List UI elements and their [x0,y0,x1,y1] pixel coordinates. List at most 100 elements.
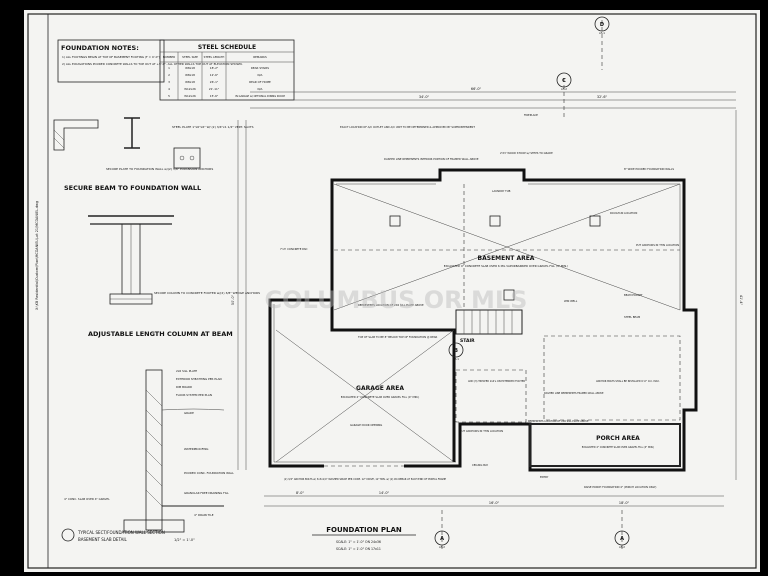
plan-note: WIN WELL [564,299,578,303]
dim-right-total: 41'-4" [739,295,743,306]
svg-text:REAR STAIRS: REAR STAIRS [251,66,269,70]
dim-bottom-c: 16'-0" [489,501,500,505]
svg-text:12'-6": 12'-6" [210,73,219,77]
foundation-note-2: 2) ALL EXCAVATIONS POURED CONCRETE WALLS… [62,62,243,66]
plan-note: ADD (3) TREATED 2x4's ON EXTENDED FOOTER [468,380,525,383]
wall-section-title: TYPICAL SECT/FOUNDATION WALL SECTION [77,530,165,535]
steel-schedule-row: 1 W8x18 18'-2" REAR STAIRS [168,66,269,70]
svg-text:REAR OF HOME: REAR OF HOME [249,80,271,84]
foundation-plan-drawing: X:\KB Residential\Custom\Plan\MCDANIEL\L… [27,13,757,569]
plan-note: (2) 3/4" ANCHOR BOLTS w/ 3x3x1/4" WASHER… [284,478,447,481]
room-porch: PORCH AREA [596,435,640,442]
svg-text:4" CONC. SLAB OVER 4" GRAVEL: 4" CONC. SLAB OVER 4" GRAVEL [64,497,110,501]
svg-text:1: 1 [168,66,170,70]
svg-text:C: C [562,78,566,84]
plan-note: TOP OF SLAB TO BE 8" BELOW TOP OF FOUNDA… [358,335,438,339]
foundation-note-1: 1) ALL FOOTINGS BEGIN AT TOP OF BASEMENT… [62,55,160,59]
svg-text:N/A: N/A [258,87,263,91]
svg-text:A5.2: A5.2 [561,87,567,91]
wall-section-scale: 1/2" = 1'-0" [174,538,195,542]
svg-text:B: B [454,348,458,354]
plan-note: PUT ANCHORS IN THIS LOCATION [460,429,503,433]
plan-note: DASHED LINE REPRESENTS FRAMED WALL ABOVE [544,392,604,395]
svg-text:W8x18: W8x18 [185,66,195,70]
steel-schedule-title: STEEL SCHEDULE [198,44,256,51]
svg-text:GRADE: GRADE [184,411,194,415]
plan-note: LAUNDRY TUB [492,189,511,193]
dim-bottom-a: 8'-0" [296,491,304,495]
section-marker: C A5.2 [556,72,572,120]
plan-note: RAISE PORCH FOUNDATION 4" (PORCH LOCATIO… [584,485,656,489]
svg-text:4: 4 [168,87,170,91]
plan-note: BEAM POCKET [624,293,643,297]
section-marker: B A5.1 [448,342,464,361]
secure-beam-title: SECURE BEAM TO FOUNDATION WALL [64,184,201,192]
plan-note: REPRESENTS LOCATION OF 2X6 SILL PLATE AB… [358,303,424,307]
plan-note: ENTRY [540,475,549,479]
foundation-notes: FOUNDATION NOTES: 1) ALL FOOTINGS BEGIN … [57,39,243,83]
svg-text:GRANULAR FREE DRAINING FILL: GRANULAR FREE DRAINING FILL [184,491,229,495]
section-marker: A A5.2 [434,510,450,550]
steel-schedule: STEEL SCHEDULE NUMBER STEEL SIZE STEEL L… [159,39,295,101]
plan-note: ANCHOR BOLTS SHALL BE INSTALLED 6'-0" O.… [596,380,660,383]
svg-text:A5.1: A5.1 [599,31,605,35]
svg-text:4" DRAIN TILE: 4" DRAIN TILE [194,513,214,517]
secure-beam-detail: STEEL PLATE 1"x6"x6" W/ (2) 3/4"x1 1/2" … [53,117,254,192]
room-garage-note: EXCAVATED 4" CONCRETE SLAB OVER GRAVEL F… [341,395,420,399]
plan-note: 2'X3' WOOD STOOP w/ STEPS TO GRADE [500,151,553,155]
plan-note: REPRESENTS LOCATION OF 2X6 SILL PLATE AB… [528,420,589,423]
steel-plate-note: STEEL PLATE 1"x6"x6" W/ (2) 3/4"x1 1/2" … [172,125,254,129]
room-basement: BASEMENT AREA [478,255,535,262]
plan-scale-2: SCALE: 1" = 1'-0" ON 17x11 [336,547,381,551]
plan-title: FOUNDATION PLAN [326,526,402,534]
column-note: SECURE COLUMN TO CONCRETE FOOTER w/(2) 3… [154,291,260,295]
steel-schedule-row: 2 W8x18 12'-6" N/A [168,73,262,77]
svg-text:2: 2 [168,73,170,77]
sheet-border [27,13,757,569]
svg-text:IN GARAGE w/ OPTIONAL DINING R: IN GARAGE w/ OPTIONAL DINING ROOM [235,94,285,98]
section-marker: D A5.1 [594,16,610,70]
dim-top-right: 32'-6" [597,95,608,99]
wall-section-subtitle: BASEMENT SLAB DETAIL [78,537,128,542]
blueprint-sheet: X:\KB Residential\Custom\Plan\MCDANIEL\L… [24,10,760,572]
svg-text:A5.2: A5.2 [619,545,625,549]
svg-text:W8x18: W8x18 [185,80,195,84]
svg-text:W12x26: W12x26 [184,94,196,98]
plan-note: GARAGE DOOR OPENING [350,423,382,427]
steel-schedule-row: 4 W12x26 21'-11" N/A [168,87,262,91]
svg-text:RIM BOARD: RIM BOARD [176,385,192,389]
foundation-plan: 66'-0" 34'-0" 32'-6" 50'-0" 41'-4" 8'-0"… [231,16,743,551]
dim-top-total: 66'-0" [471,87,482,91]
garage-wall [330,300,456,462]
svg-text:W8x18: W8x18 [185,73,195,77]
svg-text:A5.2: A5.2 [439,545,445,549]
svg-text:D: D [600,22,604,28]
dim-top-left: 34'-0" [419,95,430,99]
dim-left-total: 50'-0" [231,294,235,305]
plan-note: FIREPLACE [524,113,538,117]
room-porch-note: EXCAVATED 4" CONCRETE SLAB OVER GRAVEL F… [582,446,655,449]
svg-text:18'-2": 18'-2" [210,66,219,70]
svg-text:POURED CONC. FOUNDATION WALL: POURED CONC. FOUNDATION WALL [184,471,234,475]
plan-note: 7'x3' CONCRETE PAD [280,247,307,251]
svg-text:21'-11": 21'-11" [209,87,220,91]
plan-note: CEILING BAY [472,463,489,467]
steel-col-size: STEEL SIZE [182,55,198,59]
room-stair: STAIR [460,338,475,344]
svg-text:FLOOR SYSTEM PER PLAN: FLOOR SYSTEM PER PLAN [176,393,212,397]
svg-text:2x6 SILL PLATE: 2x6 SILL PLATE [176,369,197,373]
svg-text:WATERPROOFING: WATERPROOFING [184,447,208,451]
room-garage: GARAGE AREA [356,385,404,392]
svg-text:A: A [440,536,444,542]
svg-text:A: A [620,536,624,542]
dim-bottom-b: 14'-0" [379,491,390,495]
steel-col-length: STEEL LENGTH [204,55,225,59]
detail-marker [61,528,75,542]
steel-col-number: NUMBER [163,55,175,59]
mls-watermark: COLUMBUS OR MLS [265,286,528,314]
adjustable-column-title: ADJUSTABLE LENGTH COLUMN AT BEAM [88,330,233,338]
plan-note: STEEL BEAM [624,315,640,319]
svg-text:EXTERIOR SHEATHING PER PLAN: EXTERIOR SHEATHING PER PLAN [176,377,222,381]
plan-note: DASHED LINE REPRESENTS INTERIOR PORTION … [384,157,479,161]
svg-text:3: 3 [168,80,170,84]
